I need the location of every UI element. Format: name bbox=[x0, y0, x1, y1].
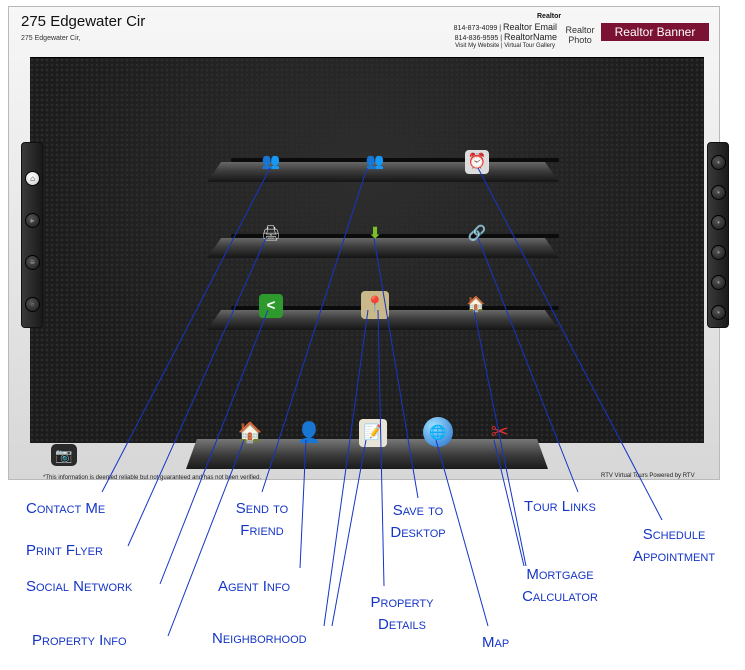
callout-property-details-line-1: Property bbox=[370, 594, 434, 611]
map-globe-icon[interactable]: 🌐 bbox=[423, 417, 453, 447]
home-icon[interactable]: ⌂ bbox=[25, 171, 40, 186]
callout-print-flyer: Print Flyer bbox=[26, 542, 103, 559]
save-to-desktop-icon[interactable]: ⬇ bbox=[368, 225, 382, 242]
realtor-banner[interactable]: Realtor Banner bbox=[601, 23, 709, 41]
line-mortgage-2 bbox=[493, 439, 525, 567]
line-contact-me bbox=[101, 167, 271, 493]
shelf-3-edge bbox=[231, 306, 559, 310]
realtor-phone-1: 814-873-4099 | bbox=[453, 25, 502, 32]
property-info-icon[interactable]: 🏠 bbox=[237, 422, 263, 444]
right-sidebar: • • • • • • bbox=[707, 142, 729, 328]
powered-by-text: RTV Virtual Tours Powered by RTV bbox=[601, 473, 695, 479]
callout-contact-me: Contact Me bbox=[26, 500, 106, 517]
realtor-email[interactable]: Realtor Email bbox=[502, 22, 557, 32]
line-tour-links bbox=[477, 237, 579, 493]
property-address-subtitle: 275 Edgewater Cir, bbox=[21, 35, 81, 42]
callout-send-to-friend-line-2: Friend bbox=[240, 522, 284, 539]
send-to-friend-icon[interactable]: 👥 bbox=[365, 153, 385, 170]
menu-icon[interactable]: ≡ bbox=[25, 255, 40, 270]
shelf-1-edge bbox=[231, 158, 559, 162]
social-network-icon[interactable]: < bbox=[259, 294, 283, 318]
callout-neighborhood: Neighborhood bbox=[212, 630, 307, 647]
shelf-2 bbox=[207, 238, 559, 258]
line-send-to-friend bbox=[261, 167, 368, 493]
camera-icon[interactable]: 📷 bbox=[51, 444, 77, 466]
callout-mortgage-calculator: Mortgage Calculator bbox=[500, 564, 620, 608]
contact-me-icon[interactable]: 👥 bbox=[261, 153, 281, 170]
realtor-photo-text-2: Photo bbox=[568, 35, 592, 45]
realtor-photo-text-1: Realtor bbox=[565, 25, 595, 35]
line-print-flyer bbox=[127, 237, 267, 547]
callout-property-info: Property Info bbox=[32, 632, 127, 649]
mortgage-calculator-icon[interactable]: 🏠 bbox=[466, 296, 486, 313]
callout-mortgage-line-1: Mortgage bbox=[526, 566, 594, 583]
line-mortgage bbox=[473, 309, 527, 567]
realtor-photo: Realtor Photo bbox=[562, 25, 598, 45]
callout-schedule-line-1: Schedule bbox=[642, 526, 706, 543]
callout-save-to-desktop: Save to Desktop bbox=[376, 500, 460, 544]
tour-links-icon[interactable]: 🔗 bbox=[467, 225, 487, 242]
callout-save-to-desktop-line-1: Save to bbox=[392, 502, 444, 519]
callout-send-to-friend-line-1: Send to bbox=[235, 500, 289, 517]
callout-property-details-line-2: Details bbox=[378, 616, 426, 633]
neighborhood-icon[interactable]: 📝 bbox=[359, 419, 387, 447]
agent-info-icon[interactable]: 👤 bbox=[296, 422, 322, 444]
realtor-name: RealtorName bbox=[503, 32, 557, 42]
disclaimer-text: *This information is deemed reliable but… bbox=[43, 475, 262, 481]
twitter-icon[interactable]: • bbox=[711, 245, 726, 260]
property-address-title: 275 Edgewater Cir bbox=[21, 13, 146, 30]
shelf-3 bbox=[207, 310, 559, 330]
shelf-2-edge bbox=[231, 234, 559, 238]
callout-send-to-friend: Send to Friend bbox=[220, 498, 304, 542]
callout-mortgage-line-2: Calculator bbox=[522, 588, 598, 605]
schedule-appointment-icon[interactable]: ⏰ bbox=[465, 150, 489, 174]
callout-tour-links: Tour Links bbox=[524, 498, 596, 515]
realtor-contact-line-2: 814-836-9595 | RealtorName bbox=[455, 32, 557, 42]
line-neighborhood bbox=[323, 309, 369, 627]
callout-map: Map bbox=[482, 634, 510, 651]
line-agent-info bbox=[299, 439, 307, 569]
line-social-network bbox=[159, 309, 269, 585]
left-sidebar: ⌂ ▸ ≡ ▫ bbox=[21, 142, 43, 328]
callout-schedule-appointment: Schedule Appointment bbox=[614, 524, 734, 568]
realtor-phone-2: 814-836-9595 | bbox=[454, 35, 503, 42]
line-property-details bbox=[377, 309, 385, 587]
callout-schedule-line-2: Appointment bbox=[632, 548, 716, 565]
realtor-contact-line-1: 814-873-4099 | Realtor Email bbox=[454, 22, 557, 32]
play-icon[interactable]: ▸ bbox=[25, 213, 40, 228]
callout-agent-info: Agent Info bbox=[218, 578, 291, 595]
callout-property-details: Property Details bbox=[352, 592, 452, 636]
line-property-info bbox=[167, 439, 245, 637]
info-icon[interactable]: ▫ bbox=[25, 297, 40, 312]
facebook-icon[interactable]: • bbox=[711, 185, 726, 200]
tour-window: 275 Edgewater Cir 275 Edgewater Cir, Rea… bbox=[8, 6, 729, 481]
pinterest-icon[interactable]: • bbox=[711, 215, 726, 230]
realtor-label: Realtor bbox=[537, 13, 562, 20]
realtor-links[interactable]: Visit My Website | Virtual Tour Gallery bbox=[455, 43, 555, 49]
callout-save-to-desktop-line-2: Desktop bbox=[390, 524, 446, 541]
print-flyer-icon[interactable]: 🖨 bbox=[261, 225, 281, 242]
line-neighborhood-2 bbox=[331, 439, 367, 627]
tools-icon[interactable]: ✂ bbox=[490, 419, 510, 444]
line-save-desktop bbox=[373, 237, 419, 499]
line-map bbox=[435, 439, 489, 627]
settings-icon[interactable]: • bbox=[711, 305, 726, 320]
property-details-map-icon[interactable]: 📍 bbox=[361, 291, 389, 319]
thumbs-up-icon[interactable]: • bbox=[711, 155, 726, 170]
callout-social-network: Social Network bbox=[26, 578, 133, 595]
linkedin-icon[interactable]: • bbox=[711, 275, 726, 290]
line-schedule bbox=[477, 167, 663, 521]
